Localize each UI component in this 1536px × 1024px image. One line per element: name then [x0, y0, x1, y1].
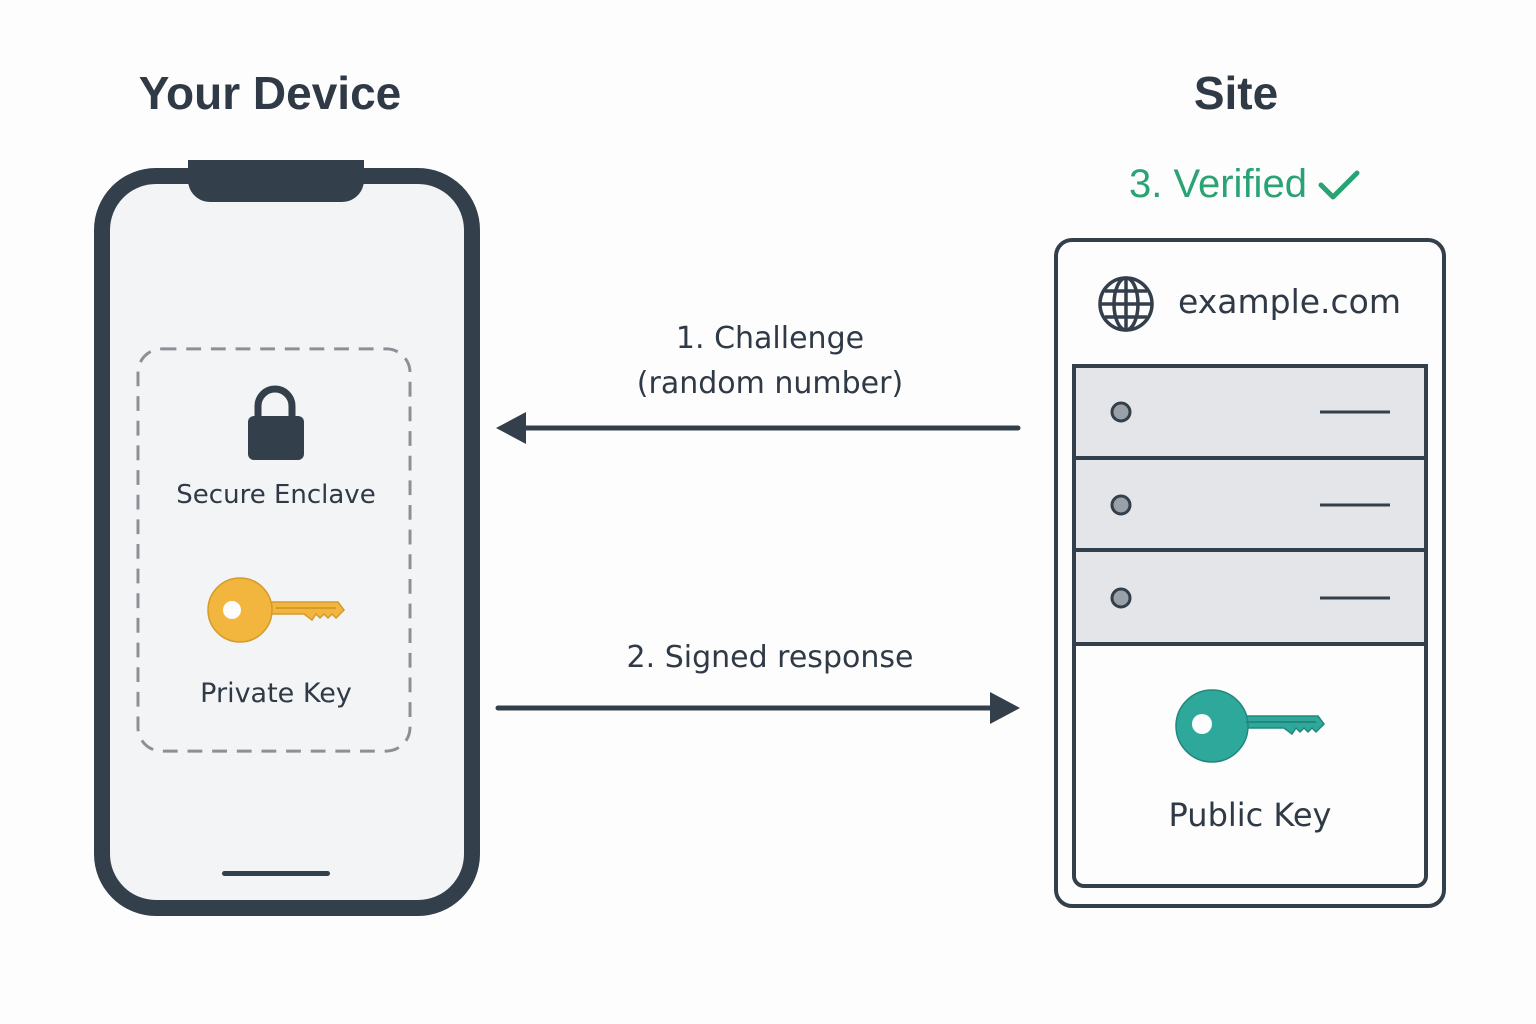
device-title: Your Device: [138, 67, 402, 119]
lock-icon: [248, 385, 304, 460]
server-unit-3: [1072, 548, 1428, 646]
server-rack: [1072, 364, 1428, 888]
verified-label: 3. Verified: [1129, 162, 1307, 206]
globe-icon: [1098, 276, 1154, 332]
public-key-icon: [1175, 689, 1325, 763]
site-domain: example.com: [1178, 282, 1402, 321]
phone-notch: [188, 160, 364, 202]
checkmark-icon: [1318, 170, 1360, 200]
site-title: Site: [1193, 67, 1279, 119]
phone-home-indicator: [222, 871, 330, 876]
phone-device: [94, 168, 480, 916]
signed-response-label: 2. Signed response: [626, 640, 914, 675]
challenge-label: 1. Challenge (random number): [560, 316, 980, 406]
server-unit-1: [1072, 364, 1428, 460]
server-unit-2: [1072, 456, 1428, 552]
secure-enclave-boundary: [136, 347, 412, 753]
verified-status: 3. Verified: [1060, 162, 1430, 207]
challenge-arrow: [496, 412, 1021, 444]
challenge-label-line1: 1. Challenge: [675, 321, 865, 356]
secure-enclave-label: Secure Enclave: [176, 480, 376, 510]
private-key-label: Private Key: [200, 678, 352, 709]
signed-response-arrow: [495, 692, 1020, 724]
challenge-label-line2: (random number): [636, 366, 904, 401]
private-key-icon: [207, 577, 345, 643]
public-key-label: Public Key: [1168, 796, 1332, 834]
